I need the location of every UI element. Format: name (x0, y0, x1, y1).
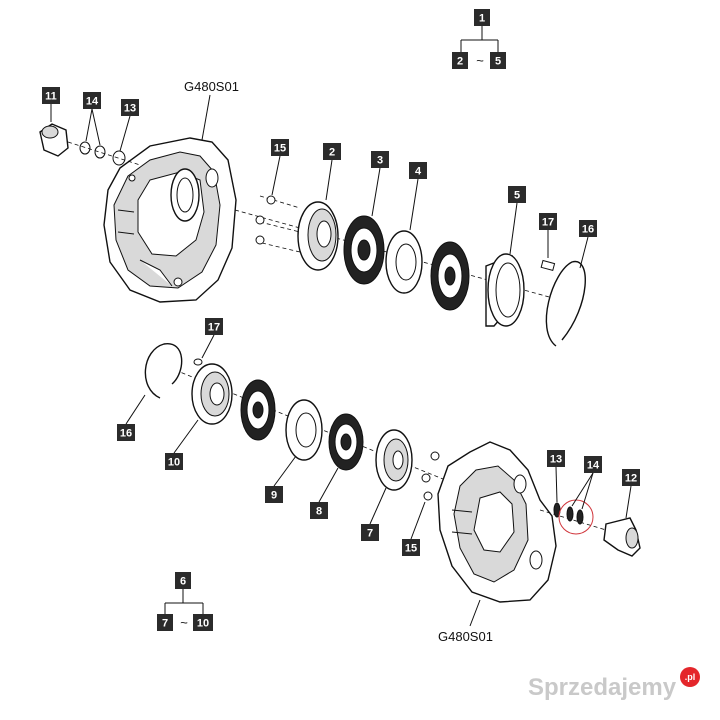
callout-9-bottom: 9 (271, 490, 277, 502)
part-2-top (297, 201, 339, 271)
part-4-top (385, 230, 423, 294)
callout-13-bottom: 13 (550, 454, 562, 466)
tilde-bottom: ~ (180, 615, 188, 630)
callout-16-bottom: 16 (120, 428, 132, 440)
callout-7: 7 (162, 618, 168, 630)
group-bracket-top: 1 2 ~ 5 (452, 9, 506, 69)
part-3-top (343, 215, 385, 285)
housing-bottom (437, 441, 557, 603)
callout-13: 13 (124, 103, 136, 115)
callout-10-bottom: 10 (168, 457, 180, 469)
watermark-dot (680, 667, 700, 687)
callout-17-top: 17 (542, 217, 554, 229)
callout-1: 1 (479, 13, 485, 25)
part-5-top (485, 253, 525, 327)
part-10-bottom (191, 363, 233, 425)
part-7-bottom (375, 429, 413, 491)
callout-15-bottom: 15 (405, 543, 417, 555)
callout-2: 2 (457, 56, 463, 68)
drawing-code-top: G480S01 (184, 79, 239, 94)
callout-6: 6 (180, 576, 186, 588)
watermark-text: Sprzedajemy (528, 674, 677, 701)
housing-top (103, 137, 237, 303)
plug-12-bottom (603, 517, 641, 557)
callout-16-top: 16 (582, 224, 594, 236)
callout-12-bottom: 12 (625, 473, 637, 485)
group-bracket-bottom: 6 7 ~ 10 (157, 572, 213, 631)
callout-4-top: 4 (415, 166, 422, 178)
callout-17-bottom: 17 (208, 322, 220, 334)
part-8-bottom (328, 413, 364, 471)
callout-8-bottom: 8 (316, 506, 322, 518)
callout-3-top: 3 (377, 155, 383, 167)
callout-14: 14 (86, 96, 99, 108)
callout-7-bottom: 7 (367, 528, 373, 540)
highlight-circle (558, 499, 594, 535)
callout-5: 5 (495, 56, 501, 68)
drawing-code-bottom: G480S01 (438, 629, 493, 644)
part-9-bottom (285, 399, 323, 461)
callout-5-top: 5 (514, 190, 520, 202)
watermark-suffix: .pl (685, 672, 696, 682)
tilde: ~ (476, 53, 484, 68)
callout-2-top: 2 (329, 147, 335, 159)
plug-11-top (39, 123, 69, 157)
callout-15-top: 15 (274, 143, 286, 155)
callout-10: 10 (197, 618, 209, 630)
callout-14-bottom: 14 (587, 460, 600, 472)
callout-11: 11 (45, 91, 57, 103)
watermark: Sprzedajemy .pl (528, 667, 700, 701)
